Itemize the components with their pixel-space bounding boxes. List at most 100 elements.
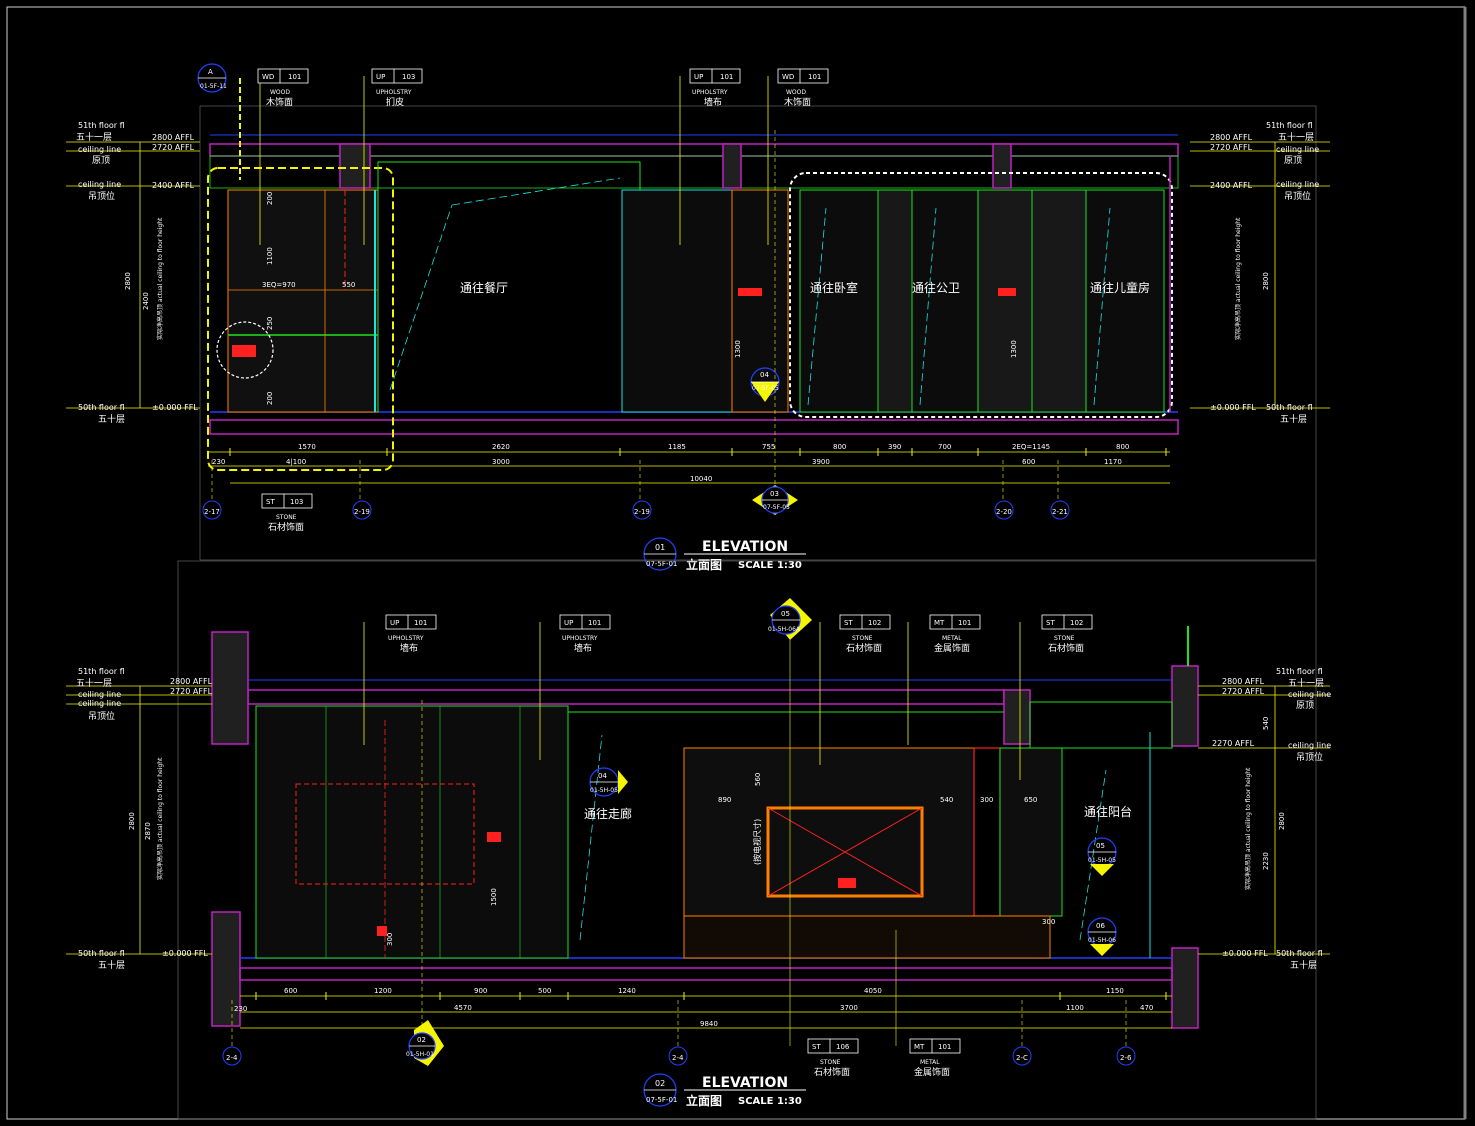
bmaterial-tag-4: MT 101 METAL 金属饰面 (907, 614, 981, 745)
door-panel-2 (877, 189, 913, 413)
inner-dim-3eq: 3EQ=970 (262, 281, 296, 289)
svg-text:07-5F-01: 07-5F-01 (646, 1096, 677, 1104)
blevel-left-3-cn: 吊顶位 (88, 710, 115, 722)
column-left-bottom (211, 631, 249, 745)
grid-bubble-2: 2-19 (352, 500, 372, 520)
svg-text:101: 101 (588, 619, 601, 627)
svg-text:ST: ST (1046, 619, 1055, 627)
blevel-rval-1: 2800 AFFL (1222, 677, 1265, 686)
svg-text:MT: MT (914, 1043, 925, 1051)
inner-dim-300: 300 (980, 796, 993, 804)
inner-dim-1300-b: 1300 (1010, 340, 1018, 358)
material-tag-3: UP 101 UPHOLSTRY 墙布 (679, 68, 741, 245)
svg-text:04: 04 (760, 371, 769, 379)
svg-text:STONE: STONE (1054, 635, 1075, 642)
material-tag-4: WD 101 WOOD 木饰面 (767, 68, 829, 245)
bside-dim-2870-left: 2870 (144, 822, 152, 840)
material-tag-1: WD 101 WOOD 木饰面 (257, 68, 309, 245)
svg-text:2-19: 2-19 (354, 508, 370, 516)
bdim-lines (240, 995, 1172, 1029)
bsection-mark-06: 06 01-5H-06 (1087, 917, 1117, 956)
tv-size-label: (按电视尺寸) (752, 819, 762, 865)
svg-text:07-5F-05: 07-5F-05 (763, 504, 790, 511)
dim-r2-1: 230 (212, 458, 225, 466)
dim-r2-5: 600 (1022, 458, 1035, 466)
level-left-4-cn: 五十层 (98, 413, 125, 425)
blevel-rval-4: ±0.000 FFL (1222, 949, 1268, 958)
elevation-top: 51th floor fl 五十一层 ceiling line 原顶 ceili… (66, 63, 1330, 572)
svg-text:METAL: METAL (942, 635, 962, 642)
svg-text:金属饰面: 金属饰面 (934, 642, 970, 654)
svg-text:101: 101 (288, 73, 301, 81)
svg-text:01-5H-05: 01-5H-05 (1088, 857, 1116, 864)
dim-r2-4: 3900 (812, 458, 830, 466)
level-left-3-en: ceiling line (78, 180, 121, 189)
svg-text:A: A (208, 68, 213, 76)
level-rval-3: 2400 AFFL (1210, 181, 1253, 190)
svg-text:墙布: 墙布 (400, 642, 418, 654)
svg-text:2-19: 2-19 (634, 508, 650, 516)
blevel-rval-3: 2270 AFFL (1212, 739, 1255, 748)
fabric-wall-bottom (255, 705, 569, 959)
door-panel-1 (799, 189, 879, 413)
bsection-mark-02: 02 01-5H-01 (406, 700, 444, 1066)
tv-diagonal-2 (767, 807, 923, 897)
svg-text:05: 05 (781, 610, 790, 618)
blevel-left-3-en: ceiling line (78, 699, 121, 708)
level-val-1: 2800 AFFL (152, 133, 195, 142)
inner-dim-200-top: 200 (266, 192, 274, 205)
level-left-1-en: 51th floor fl (78, 121, 125, 130)
svg-text:UP: UP (694, 73, 703, 81)
sheet-border-top (199, 105, 1317, 561)
svg-text:06: 06 (1096, 922, 1105, 930)
dim-r1-8: 2EQ=1145 (1012, 443, 1050, 451)
svg-text:STONE: STONE (852, 635, 873, 642)
side-dim-2800-right: 2800 (1262, 272, 1270, 290)
wood-wall-panel (731, 189, 789, 413)
blevel-right-3-cn: 吊顶位 (1296, 751, 1323, 763)
svg-text:STONE: STONE (820, 1059, 841, 1066)
dim-r1-1: 1570 (298, 443, 316, 451)
level-left-2-en: ceiling line (78, 145, 121, 154)
svg-text:石材饰面: 石材饰面 (814, 1066, 850, 1078)
dim-r2-2: 4|100 (286, 458, 306, 466)
bdim-r2-3: 3700 (840, 1004, 858, 1012)
side-dim-2400-left: 2400 (142, 292, 150, 310)
svg-text:2-20: 2-20 (996, 508, 1012, 516)
socket-marker (377, 926, 387, 936)
svg-text:墙布: 墙布 (704, 96, 722, 108)
svg-text:101: 101 (958, 619, 971, 627)
svg-text:01-5H-06A: 01-5H-06A (768, 626, 801, 633)
column-c (992, 143, 1012, 189)
svg-text:ST: ST (266, 498, 275, 506)
bgrid-bubble-3: 2-C (1012, 1046, 1032, 1066)
svg-text:103: 103 (402, 73, 415, 81)
cabinet-outline (207, 167, 394, 471)
title-block-top: 01 07-5F-01 ELEVATION 立面图 SCALE 1:30 (643, 537, 806, 572)
door-opening-corridor (567, 711, 1004, 958)
bmaterial-tag-3: ST 102 STONE 石材饰面 (819, 614, 891, 765)
blevel-left-2-en: ceiling line (78, 690, 121, 699)
svg-text:01-5F-11: 01-5F-11 (200, 83, 227, 90)
blevel-right-4-cn: 五十层 (1290, 959, 1317, 971)
inner-dim-540: 540 (940, 796, 953, 804)
bvertical-note-right: 实际净高吊顶 actual ceiling to floor height (1244, 767, 1252, 890)
svg-text:WOOD: WOOD (270, 89, 290, 96)
svg-text:UPHOLSTRY: UPHOLSTRY (692, 89, 728, 96)
bside-dim-2800-left: 2800 (128, 812, 136, 830)
level-right-1-cn: 五十一层 (1278, 131, 1314, 143)
blevel-val-1: 2800 AFFL (170, 677, 213, 686)
inner-dim-300-b: 300 (1042, 918, 1055, 926)
level-val-2: 2720 AFFL (152, 143, 195, 152)
dim-r1-2: 2620 (492, 443, 510, 451)
svg-text:石材饰面: 石材饰面 (1048, 642, 1084, 654)
door-panel-6 (1085, 189, 1165, 413)
level-right-4-en: 50th floor fl (1266, 403, 1313, 412)
dim-r1-3: 1185 (668, 443, 686, 451)
corridor-swing (579, 734, 603, 941)
svg-text:金属饰面: 金属饰面 (914, 1066, 950, 1078)
dim-total-top: 10040 (690, 475, 712, 483)
column-mid-bottom (1003, 689, 1031, 745)
bdim-r2-5: 470 (1140, 1004, 1153, 1012)
blevel-right-3-en: ceiling line (1288, 741, 1331, 750)
